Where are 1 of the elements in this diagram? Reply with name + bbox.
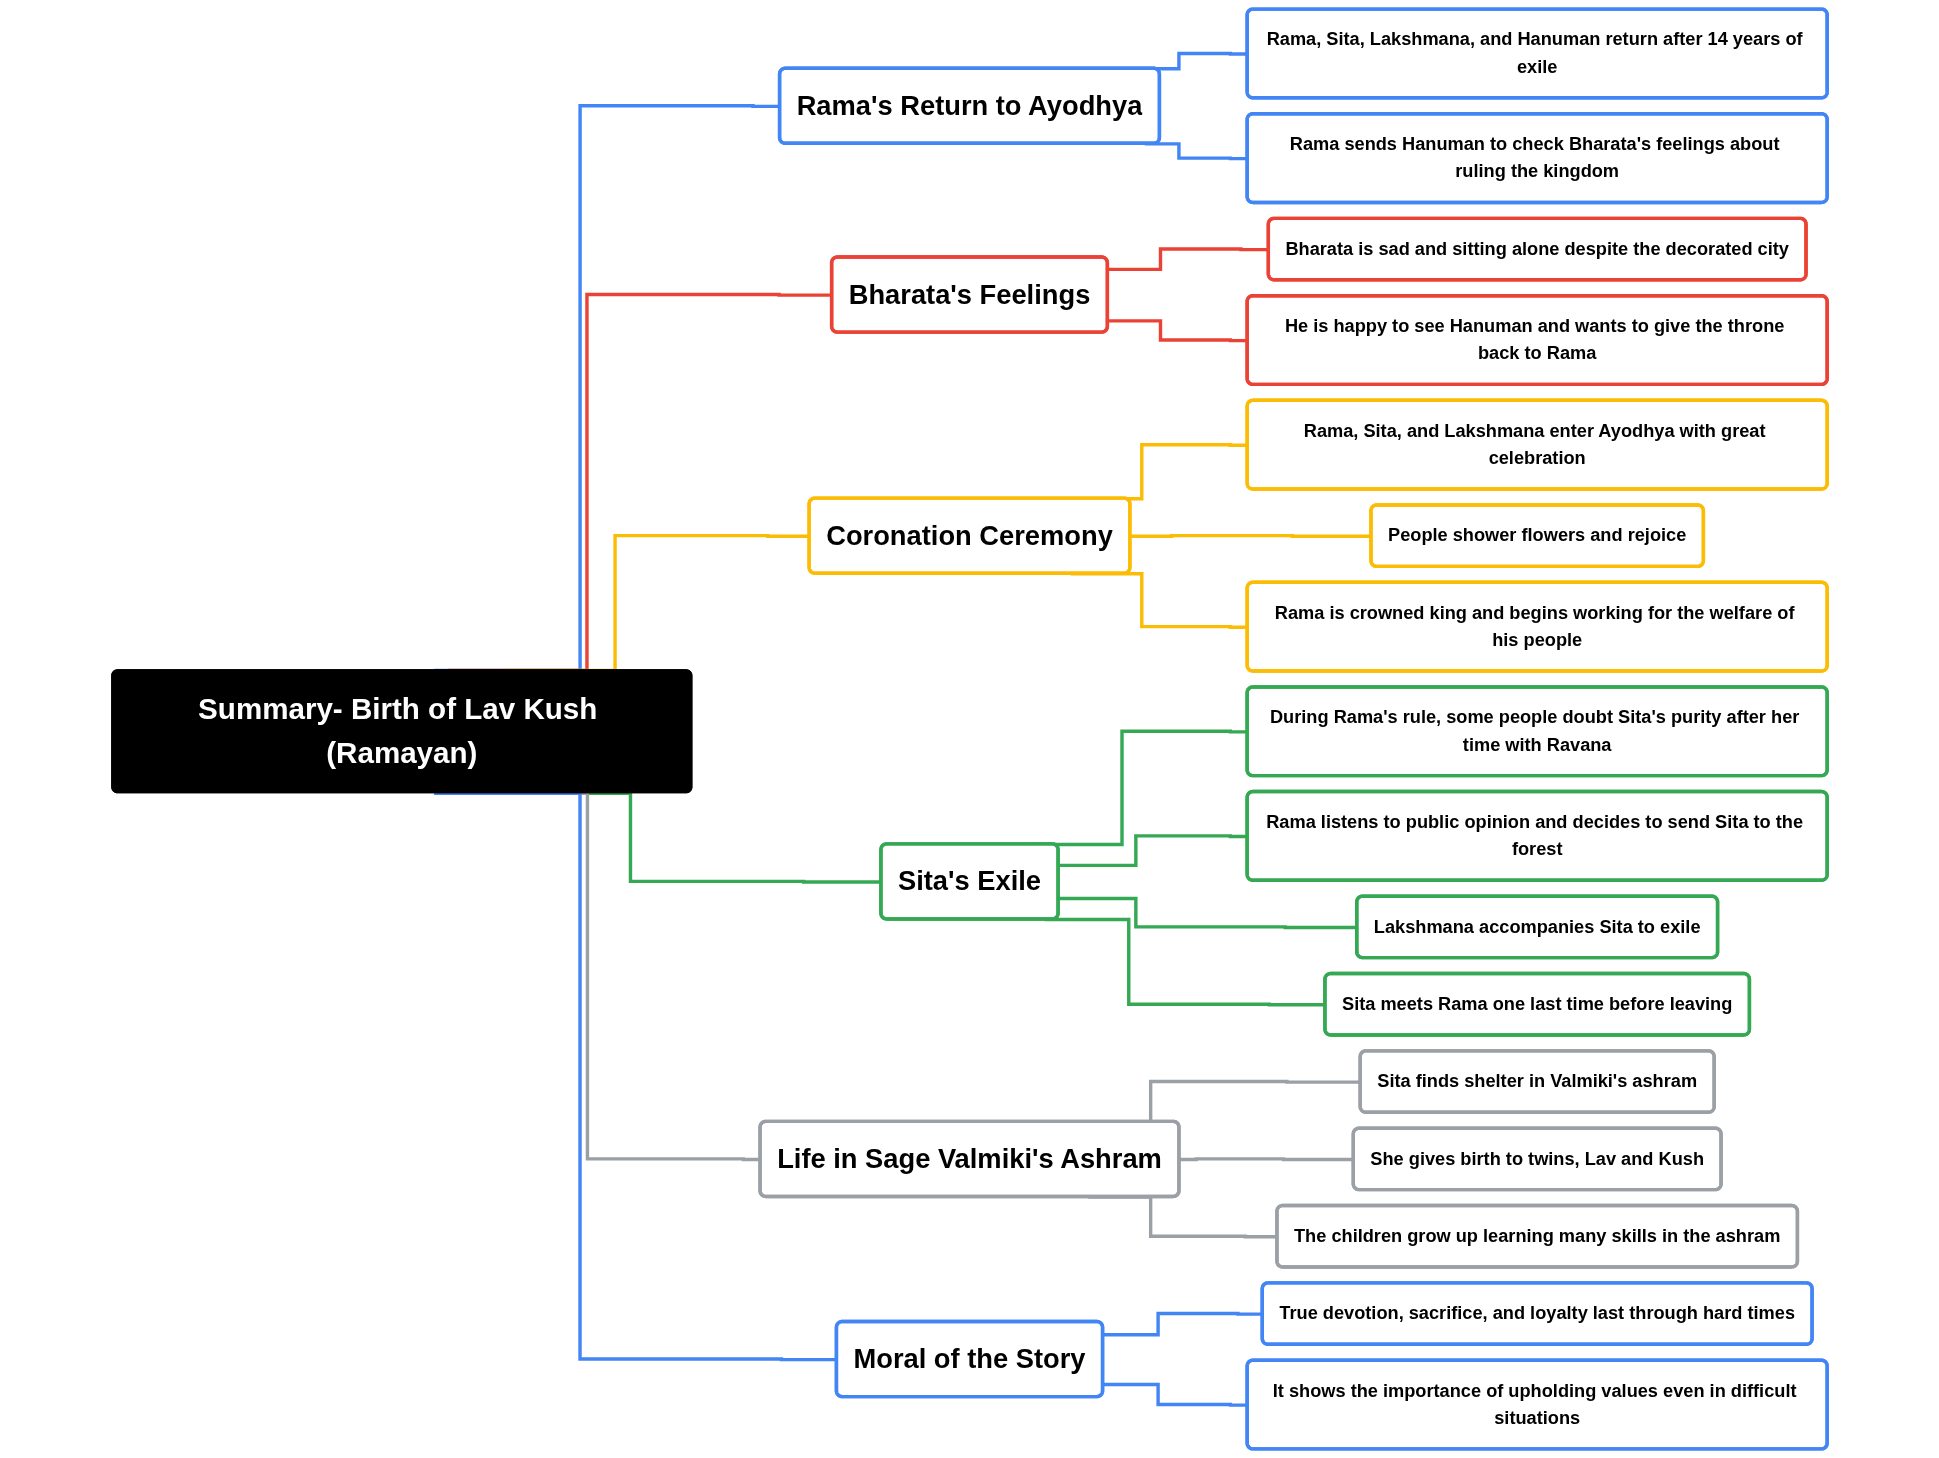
connector	[1130, 533, 1372, 538]
